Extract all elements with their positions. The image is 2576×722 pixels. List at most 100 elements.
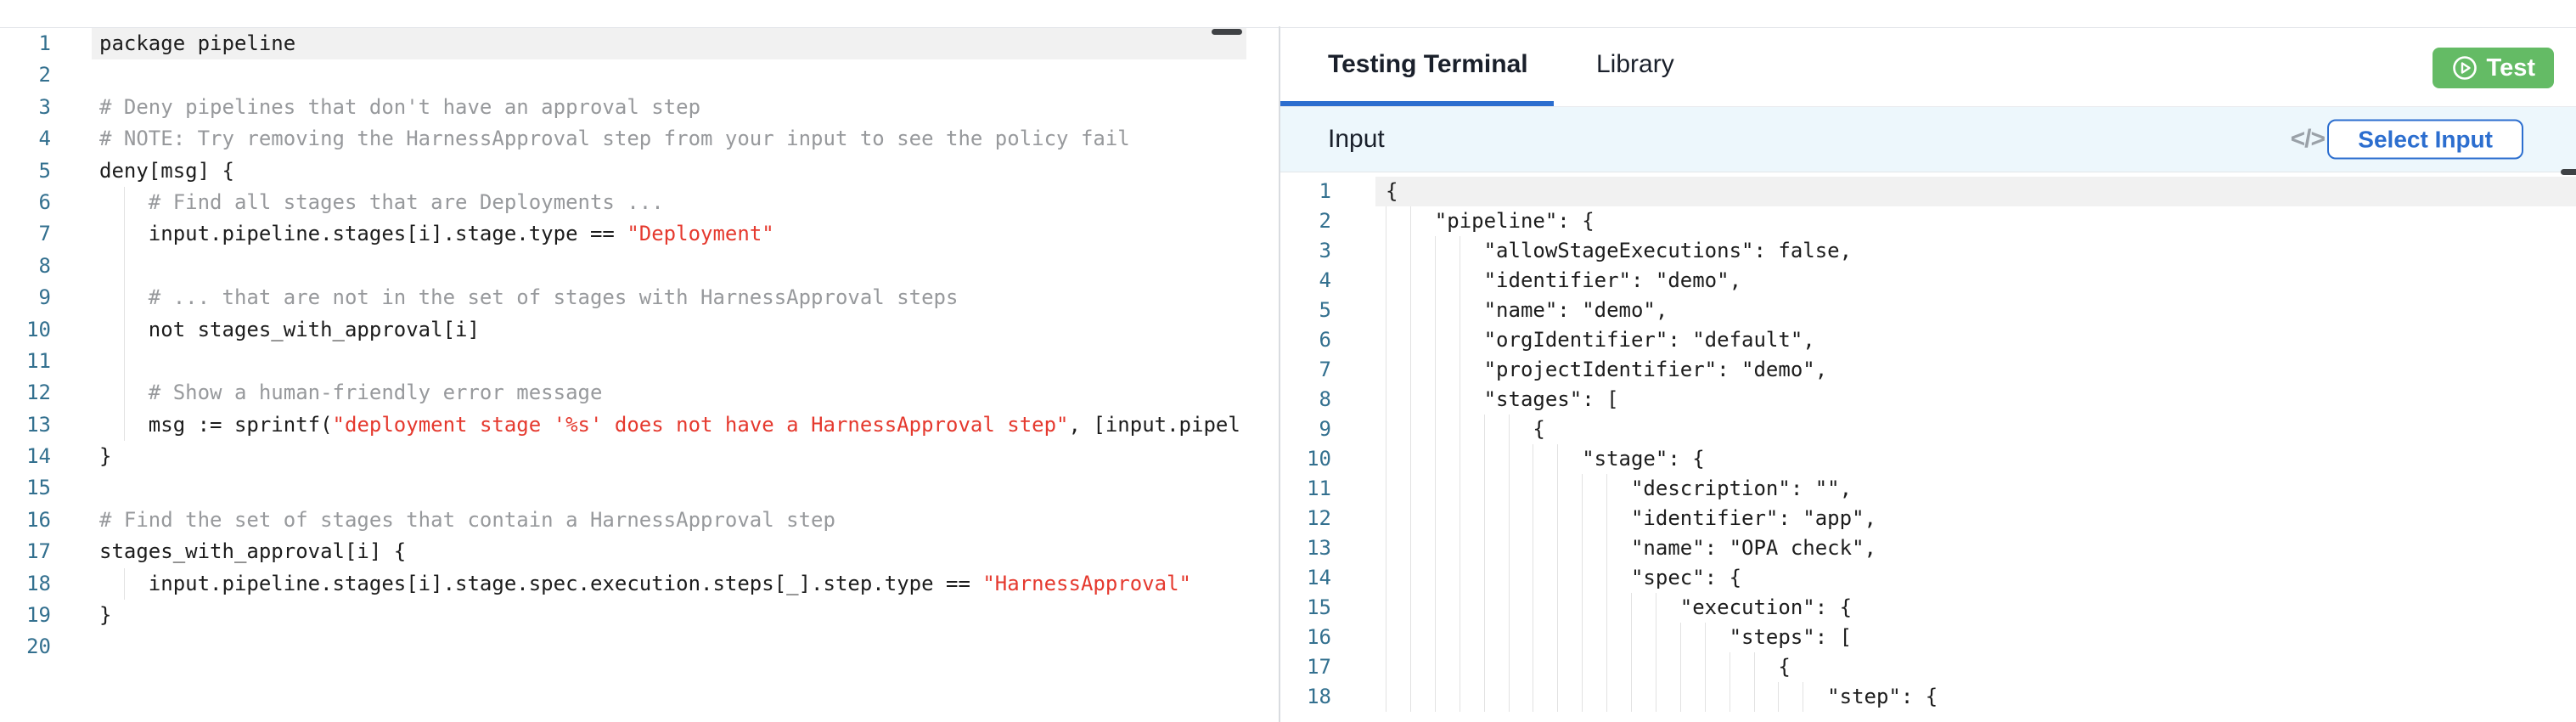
indent-guide [1557,563,1559,593]
line-number: 19 [26,603,51,628]
code-line[interactable]: 19} [0,600,1279,631]
line-content: # Show a human-friendly error message [99,381,603,405]
line-number: 20 [26,635,51,659]
tab-library[interactable]: Library [1596,50,1674,78]
code-line[interactable]: 11 [0,345,1279,378]
line-content: "name": "OPA check", [1386,536,1876,560]
input-json-editor[interactable]: 1{2 "pipeline": {3 "allowStageExecutions… [1280,172,2576,722]
code-line[interactable]: 12 # Show a human-friendly error message [0,377,1279,409]
json-line[interactable]: 16 "steps": [ [1280,623,2576,652]
indent-guide [1557,652,1559,682]
input-section-title: Input [1328,125,1385,153]
code-line[interactable]: 9 # ... that are not in the set of stage… [0,282,1279,314]
json-line[interactable]: 18 "step": { [1280,682,2576,712]
line-number: 8 [38,253,51,278]
json-line[interactable]: 11 "description": "", [1280,474,2576,504]
select-input-button[interactable]: Select Input [2327,119,2523,160]
json-line[interactable]: 17 { [1280,652,2576,682]
line-content: # Find all stages that are Deployments .… [99,189,664,214]
code-line[interactable]: 4# NOTE: Try removing the HarnessApprova… [0,123,1279,155]
indent-guide [1508,563,1510,593]
json-line[interactable]: 7 "projectIdentifier": "demo", [1280,355,2576,385]
indent-guide [123,409,125,442]
code-line[interactable]: 8 [0,250,1279,283]
indent-guide [1631,682,1632,712]
indent-guide [1557,474,1559,504]
line-number: 15 [1307,595,1331,619]
code-line[interactable]: 6 # Find all stages that are Deployments… [0,186,1279,219]
indent-guide [1631,623,1632,652]
indent-guide [1434,682,1436,712]
indent-guide [1483,682,1485,712]
json-line[interactable]: 8 "stages": [ [1280,385,2576,415]
indent-guide [1606,682,1608,712]
code-line[interactable]: 18 input.pipeline.stages[i].stage.spec.e… [0,567,1279,601]
line-content: "pipeline": { [1386,209,1595,233]
json-line[interactable]: 5 "name": "demo", [1280,296,2576,325]
indent-guide [1508,652,1510,682]
line-number: 2 [38,63,51,87]
json-line[interactable]: 12 "identifier": "app", [1280,504,2576,533]
line-number: 2 [1319,209,1331,233]
indent-guide [1434,385,1436,415]
indent-guide [1606,504,1608,533]
collapse-editor-handle-icon[interactable] [1212,29,1242,35]
line-content: "steps": [ [1386,625,1853,649]
indent-guide [1631,652,1632,682]
code-line[interactable]: 2 [0,59,1279,91]
indent-guide [1582,652,1583,682]
indent-guide [1409,415,1411,444]
json-line[interactable]: 3 "allowStageExecutions": false, [1280,236,2576,266]
code-line[interactable]: 20 [0,631,1279,663]
line-number: 18 [1307,685,1331,708]
indent-guide [1409,444,1411,474]
json-line[interactable]: 13 "name": "OPA check", [1280,533,2576,563]
json-line[interactable]: 14 "spec": { [1280,563,2576,593]
code-line[interactable]: 16# Find the set of stages that contain … [0,505,1279,536]
line-content: "execution": { [1386,595,1853,619]
json-line[interactable]: 4 "identifier": "demo", [1280,266,2576,296]
line-number: 6 [1319,328,1331,352]
json-line[interactable]: 9 { [1280,415,2576,444]
indent-guide [1778,682,1780,712]
line-content: "allowStageExecutions": false, [1386,239,1853,262]
indent-guide [1409,593,1411,623]
active-line-highlight [1375,177,2576,206]
json-line[interactable]: 6 "orgIdentifier": "default", [1280,325,2576,355]
line-number: 14 [26,444,51,469]
json-line[interactable]: 2 "pipeline": { [1280,206,2576,236]
code-line[interactable]: 14} [0,441,1279,472]
json-line[interactable]: 15 "execution": { [1280,593,2576,623]
line-content: "spec": { [1386,566,1742,589]
code-line[interactable]: 3# Deny pipelines that don't have an app… [0,92,1279,123]
line-number: 8 [1319,387,1331,411]
tab-testing-terminal[interactable]: Testing Terminal [1328,50,1528,78]
code-line[interactable]: 10 not stages_with_approval[i] [0,313,1279,346]
indent-guide [1409,652,1411,682]
indent-guide [1606,474,1608,504]
indent-guide [1483,444,1485,474]
indent-guide [1606,652,1608,682]
play-circle-icon [2451,54,2478,82]
line-content: input.pipeline.stages[i].stage.type == "… [99,222,774,246]
indent-guide [1434,415,1436,444]
test-button-label: Test [2486,54,2535,82]
indent-guide [1557,593,1559,623]
panel-divider[interactable] [1279,26,1280,722]
code-line[interactable]: 13 msg := sprintf("deployment stage '%s'… [0,409,1279,442]
active-line-highlight [92,28,1246,60]
line-content: "step": { [1386,685,1938,708]
collapse-input-handle-icon[interactable] [2561,169,2576,175]
json-line[interactable]: 1{ [1280,177,2576,206]
code-line[interactable]: 15 [0,472,1279,504]
code-line[interactable]: 7 input.pipeline.stages[i].stage.type ==… [0,218,1279,251]
test-button[interactable]: Test [2432,48,2554,88]
indent-guide [1434,296,1436,325]
code-view-icon[interactable]: </> [2290,125,2326,153]
json-line[interactable]: 10 "stage": { [1280,444,2576,474]
indent-guide [1409,474,1411,504]
